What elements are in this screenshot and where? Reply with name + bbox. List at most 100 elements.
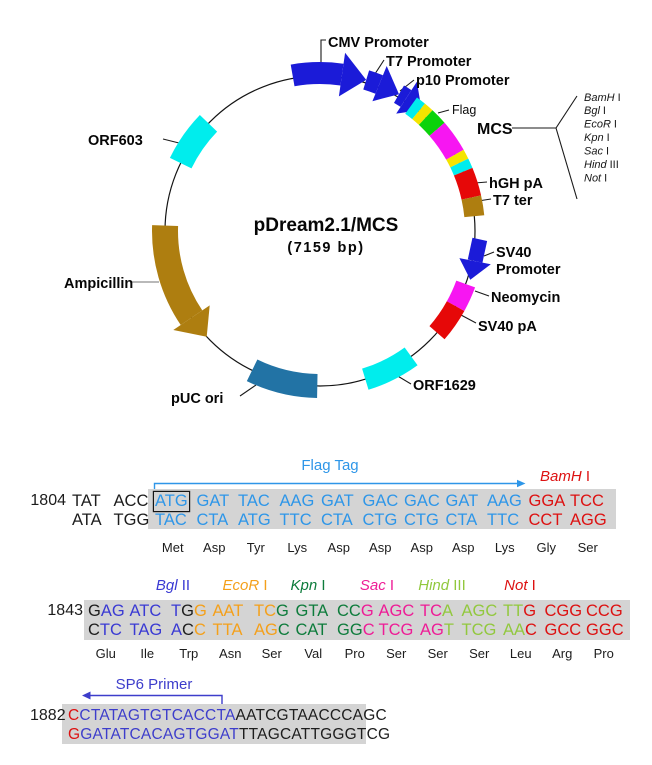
codon: GAC bbox=[362, 492, 399, 510]
codon: ATG bbox=[155, 492, 188, 510]
ampicillin-arrow-body bbox=[152, 225, 203, 325]
enzyme-label-bgl: Bgl II bbox=[155, 577, 191, 594]
leader-neomycin bbox=[474, 290, 490, 297]
segment-orf603 bbox=[169, 114, 218, 169]
segment-sv40-pa bbox=[429, 301, 465, 340]
codon: GAC bbox=[404, 492, 440, 510]
sp6-primer-label: SP6 Primer bbox=[115, 676, 193, 693]
flag-tag-arrow bbox=[153, 479, 526, 491]
enzyme-label-not: Not I bbox=[504, 577, 536, 594]
leader-cmv bbox=[320, 39, 326, 66]
amino-acid: Pro bbox=[344, 646, 365, 661]
amino-acid: Ser bbox=[427, 646, 448, 661]
segment-flag bbox=[418, 110, 445, 136]
amino-acid: Lys bbox=[494, 540, 515, 555]
label-mcs: MCS bbox=[477, 121, 513, 138]
codon: CTG bbox=[362, 511, 398, 529]
amino-acid: Asp bbox=[203, 540, 226, 555]
label-ampicillin: Ampicillin bbox=[64, 276, 133, 292]
label-sv40: SV40 bbox=[496, 245, 531, 261]
label-flag: Flag bbox=[452, 103, 476, 117]
sequence-block-1882: SP6 Primer 1882 CCTATAGTGTCACCTAAATCGTAA… bbox=[0, 672, 652, 765]
codon: TCG bbox=[254, 602, 289, 620]
codon: TAT bbox=[72, 492, 101, 510]
plasmid-map: CMV Promoter T7 Promoter p10 Promoter Fl… bbox=[64, 35, 621, 407]
codon: ATG bbox=[238, 511, 271, 529]
amino-acid: Ser bbox=[386, 646, 407, 661]
plasmid-size: (7159 bp) bbox=[287, 240, 364, 256]
codon: CTA bbox=[445, 511, 478, 529]
codon: TAC bbox=[155, 511, 187, 529]
codon: GGA bbox=[528, 492, 566, 510]
codon: AGC bbox=[461, 602, 498, 620]
label-sv40-promoter: Promoter bbox=[496, 262, 561, 278]
codon: GTA bbox=[295, 602, 329, 620]
label-puc-ori: pUC ori bbox=[171, 391, 223, 407]
segment-cyan-1 bbox=[405, 97, 425, 120]
position-number-1882: 1882 bbox=[30, 707, 66, 724]
bamhi-site-label: BamH I bbox=[539, 468, 591, 485]
codon: ATC bbox=[129, 602, 162, 620]
label-t7-ter: T7 ter bbox=[493, 193, 533, 209]
segment-hgh-pa bbox=[453, 167, 482, 200]
p10-promoter-arrow-body bbox=[393, 85, 412, 107]
codon: TTC bbox=[487, 511, 520, 529]
amino-acid: Asp bbox=[327, 540, 350, 555]
codon: CGG bbox=[544, 602, 583, 620]
codon: TCG bbox=[461, 621, 497, 639]
codon: ACC bbox=[171, 621, 206, 639]
amino-acid: Met bbox=[161, 540, 184, 555]
sequence-highlight-1843 bbox=[84, 600, 630, 640]
segment-yellow-1 bbox=[412, 103, 433, 125]
enzyme-label-hind: Hind III bbox=[418, 577, 466, 594]
flag-tag-arrow-line bbox=[153, 482, 517, 491]
codon: ATA bbox=[72, 511, 102, 529]
codon: CTA bbox=[196, 511, 229, 529]
sv40-promoter-arrow-body bbox=[467, 237, 488, 263]
codon: GCC bbox=[544, 621, 582, 639]
amino-acid: Leu bbox=[509, 646, 532, 661]
amino-acid: Lys bbox=[287, 540, 308, 555]
label-t7-promoter: T7 Promoter bbox=[386, 54, 472, 70]
amino-acid: Ser bbox=[577, 540, 598, 555]
flag-tag-arrow-head bbox=[517, 479, 526, 488]
codon: TCG bbox=[378, 621, 414, 639]
ampicillin-arrow-head bbox=[173, 305, 210, 337]
segment-t7-ter bbox=[461, 195, 485, 218]
label-p10-promoter: p10 Promoter bbox=[416, 73, 510, 89]
leader-sv40-promoter bbox=[483, 251, 495, 257]
codon: AAT bbox=[212, 602, 244, 620]
amino-acid: Arg bbox=[552, 646, 573, 661]
codon: TAG bbox=[129, 621, 163, 639]
codon: TGG bbox=[171, 602, 207, 620]
amino-acid: Gly bbox=[536, 540, 557, 555]
label-orf603: ORF603 bbox=[88, 133, 143, 149]
segment-neomycin bbox=[446, 280, 476, 311]
amino-acid: Ser bbox=[261, 646, 282, 661]
label-orf1629: ORF1629 bbox=[413, 378, 476, 394]
sp6-primer-bracket bbox=[82, 691, 223, 708]
codon: TAC bbox=[238, 492, 270, 510]
codon: CTG bbox=[404, 511, 439, 529]
codon: TTA bbox=[212, 621, 243, 639]
codon: CCG bbox=[586, 602, 623, 620]
sequence-highlight-1882 bbox=[62, 704, 366, 744]
codon: CTA bbox=[321, 511, 353, 529]
codon: CCT bbox=[528, 511, 563, 529]
cmv-promoter-arrow-head bbox=[338, 52, 367, 97]
codon: GAT bbox=[321, 492, 354, 510]
amino-acid: Asp bbox=[410, 540, 433, 555]
sequence-highlight-1804 bbox=[148, 489, 616, 529]
position-number-1804: 1804 bbox=[30, 492, 66, 509]
top-strand-1882: CCTATAGTGTCACCTAAATCGTAACCCAGC bbox=[68, 707, 387, 724]
codon: TTG bbox=[503, 602, 537, 620]
